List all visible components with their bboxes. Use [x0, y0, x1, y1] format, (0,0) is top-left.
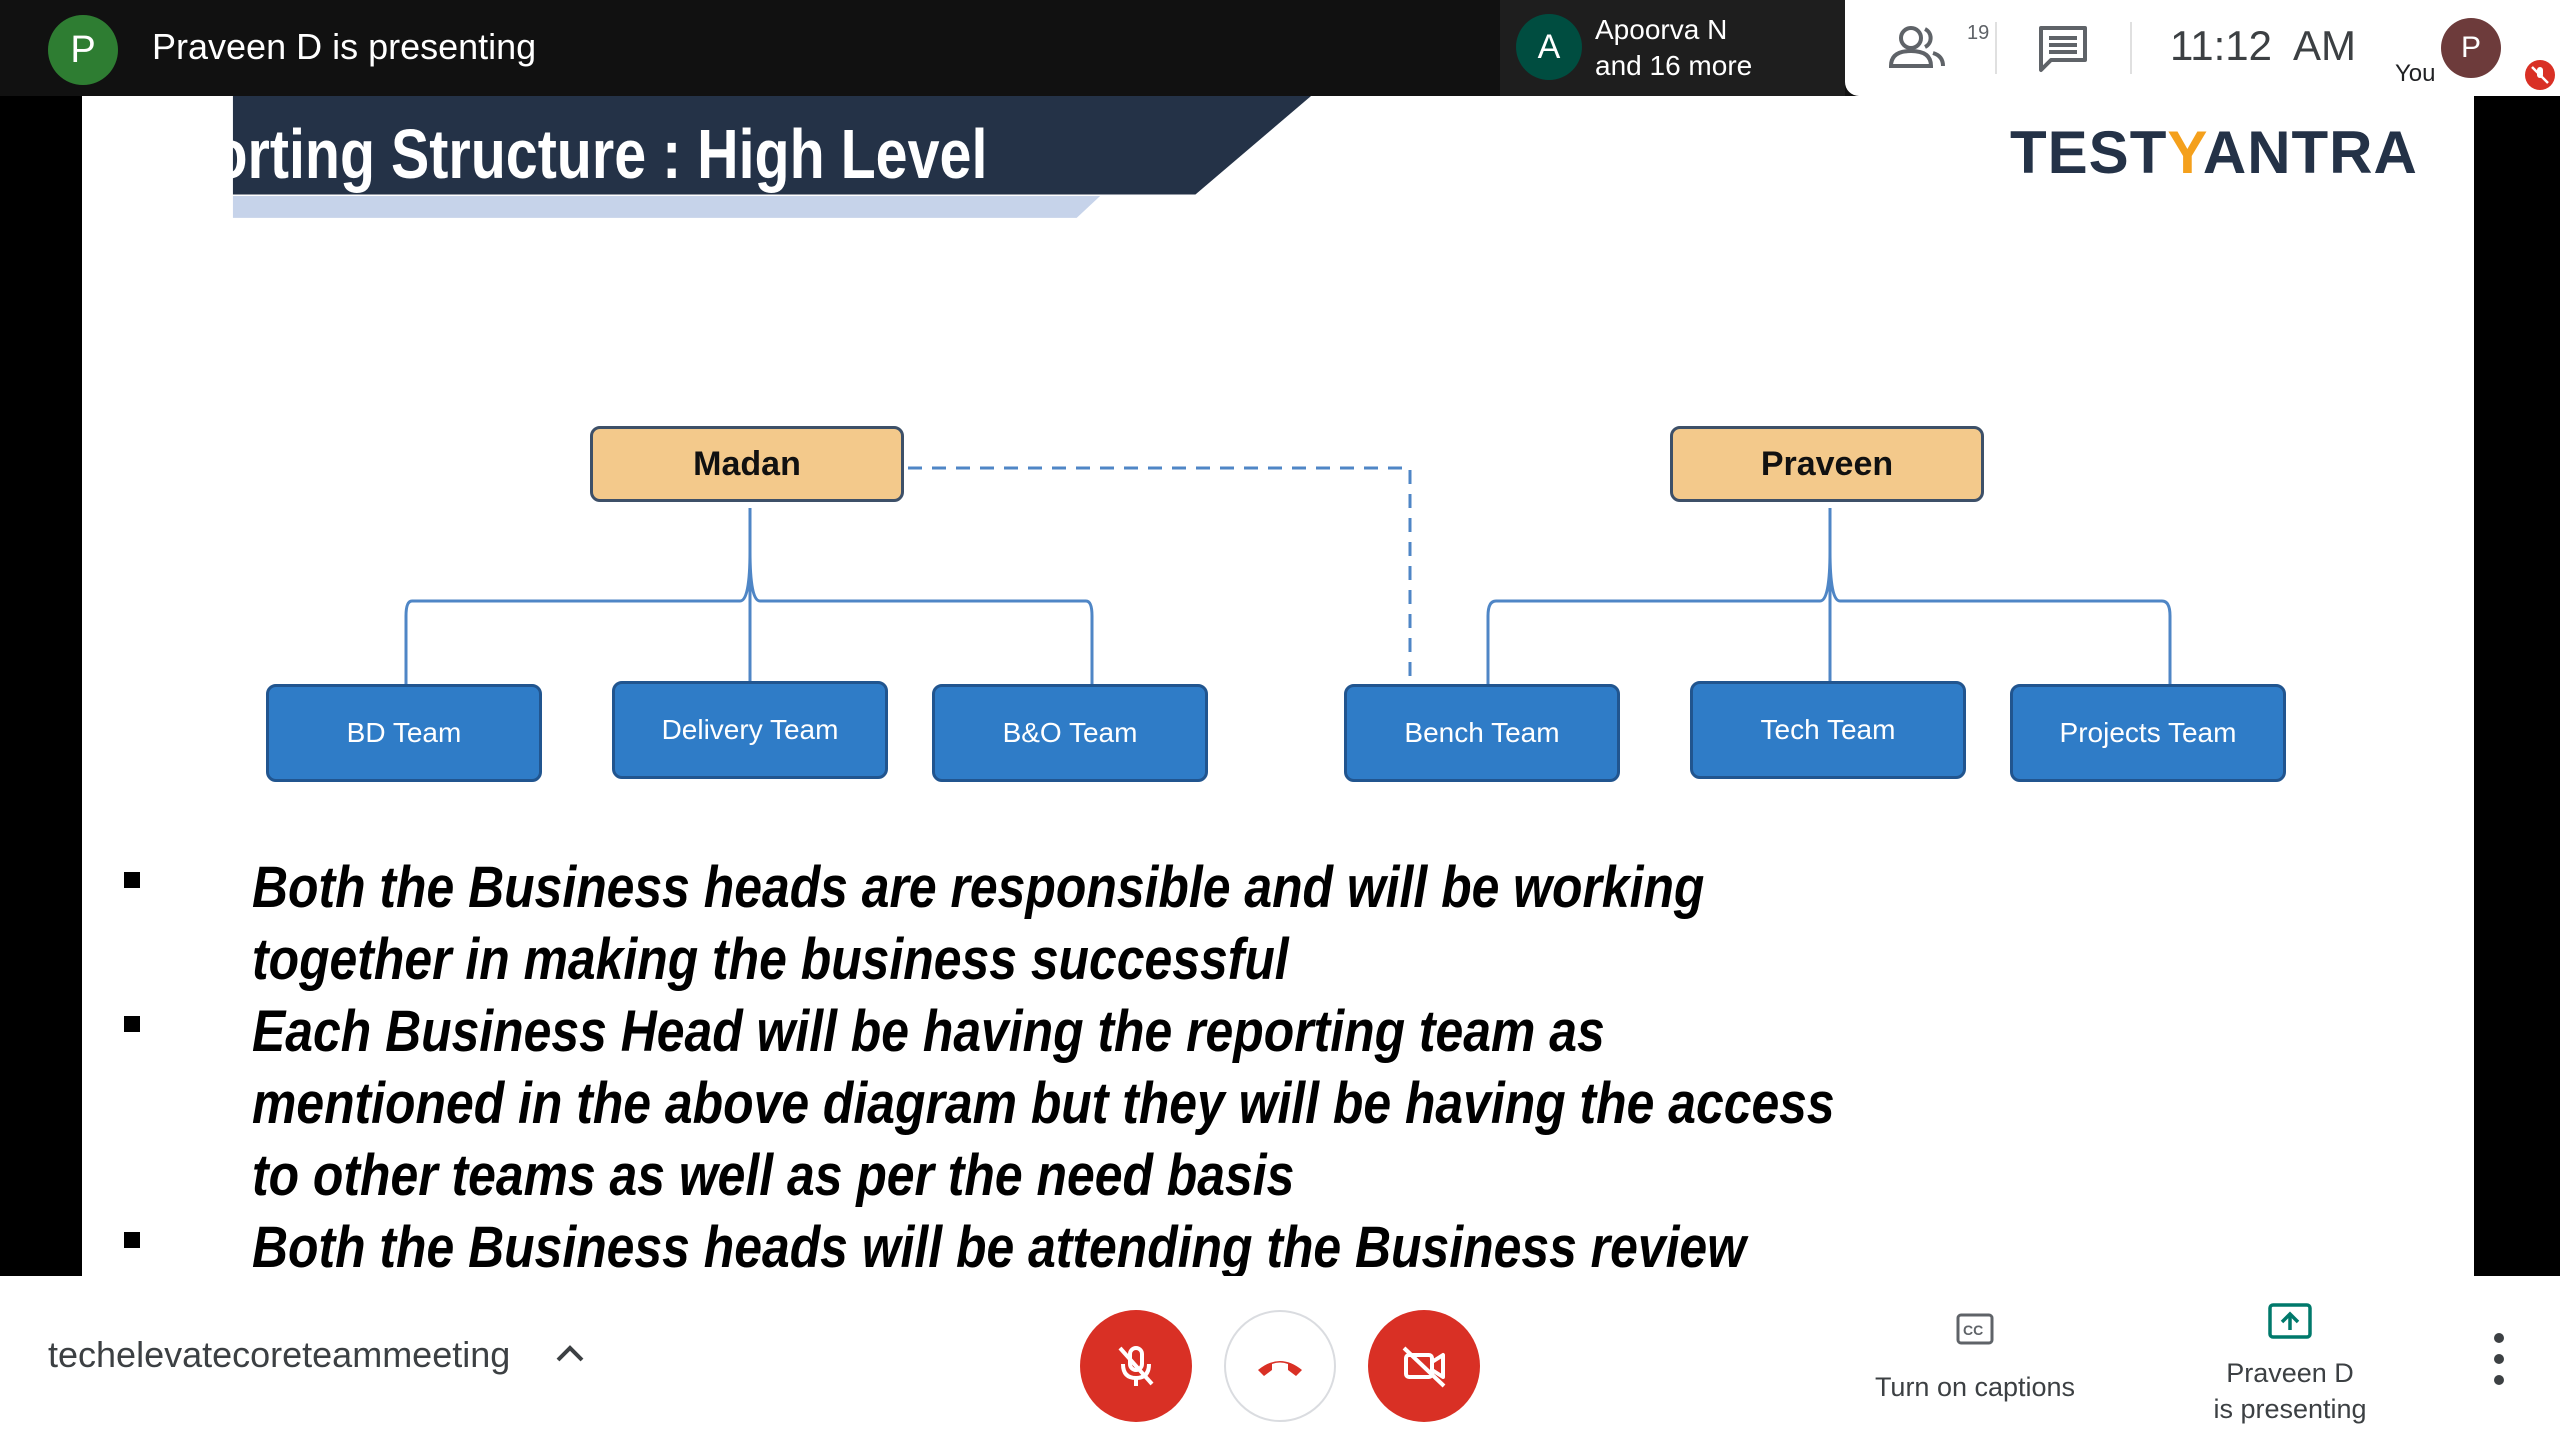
mic-off-icon: [1118, 1346, 1154, 1386]
team-projects: Projects Team: [2010, 684, 2286, 782]
camera-off-icon: [1402, 1346, 1446, 1388]
more-vert-icon[interactable]: [2484, 1324, 2514, 1394]
participant-avatar: A: [1516, 14, 1582, 80]
bullet-list: Both the Business heads are responsible …: [124, 852, 2424, 1276]
team-bench: Bench Team: [1344, 684, 1620, 782]
presenting-name: Praveen D: [2226, 1358, 2354, 1388]
top-right-panel: 19 11:12 AM You P: [1845, 0, 2560, 96]
leave-call-button[interactable]: [1224, 1310, 1336, 1422]
people-count: 19: [1967, 22, 1990, 44]
org-head-praveen: Praveen: [1670, 426, 1984, 502]
meeting-name[interactable]: techelevatecoreteammeeting: [48, 1334, 511, 1375]
self-avatar[interactable]: P: [2441, 18, 2501, 78]
hang-up-icon: [1258, 1361, 1302, 1376]
svg-text:CC: CC: [1963, 1322, 1983, 1338]
presenting-status: Praveen D is presenting: [152, 26, 537, 67]
title-band: [232, 96, 1312, 218]
company-logo: TESTYANTRA: [2010, 119, 2418, 186]
team-delivery: Delivery Team: [612, 681, 888, 779]
presentation-status-button[interactable]: Praveen D is presenting: [2190, 1302, 2390, 1426]
chat-button[interactable]: [2035, 22, 2091, 74]
bullet-marker: [124, 1016, 140, 1032]
org-chart: Madan Praveen BD Team Delivery Team B&O …: [82, 96, 2474, 796]
bullet-item: Both the Business heads will be attendin…: [124, 1212, 2424, 1276]
org-head-madan: Madan: [590, 426, 904, 502]
chat-icon: [2039, 26, 2087, 72]
participant-more: and 16 more: [1595, 50, 1753, 81]
slide-title: Reporting Structure : High Level: [104, 115, 988, 193]
bottom-bar: techelevatecoreteammeeting CC Turn on ca…: [0, 1276, 2560, 1440]
team-tech: Tech Team: [1690, 681, 1966, 779]
team-bo: B&O Team: [932, 684, 1208, 782]
org-connectors: [404, 466, 2172, 684]
present-icon: [2268, 1303, 2312, 1339]
team-bd: BD Team: [266, 684, 542, 782]
participants-chip[interactable]: A Apoorva N and 16 more: [1500, 0, 1845, 96]
microphone-button[interactable]: [1080, 1310, 1192, 1422]
captions-label: Turn on captions: [1874, 1372, 2076, 1402]
you-label: You: [2395, 60, 2436, 87]
bullet-marker: [124, 872, 140, 888]
people-icon: [1888, 26, 1945, 68]
clock: 11:12 AM: [2170, 22, 2357, 69]
people-button[interactable]: 19: [1885, 18, 1995, 78]
mic-muted-badge-icon: [2525, 60, 2555, 90]
camera-button[interactable]: [1368, 1310, 1480, 1422]
bullet-marker: [124, 1232, 140, 1248]
bullet-item: Both the Business heads are responsible …: [124, 852, 2424, 996]
presenter-avatar: P: [48, 15, 118, 85]
presenting-caption: is presenting: [2213, 1394, 2367, 1424]
participant-name: Apoorva N: [1595, 14, 1728, 45]
divider: [1995, 22, 1997, 74]
captions-icon: CC: [1956, 1313, 1994, 1345]
captions-button[interactable]: CC Turn on captions: [1850, 1312, 2100, 1412]
divider: [2130, 22, 2132, 74]
top-bar: P Praveen D is presenting A Apoorva N an…: [0, 0, 2560, 96]
shared-slide: Reporting Structure : High Level TESTYAN…: [82, 96, 2474, 1276]
chevron-up-icon[interactable]: [552, 1338, 588, 1368]
bullet-item: Each Business Head will be having the re…: [124, 996, 2424, 1212]
